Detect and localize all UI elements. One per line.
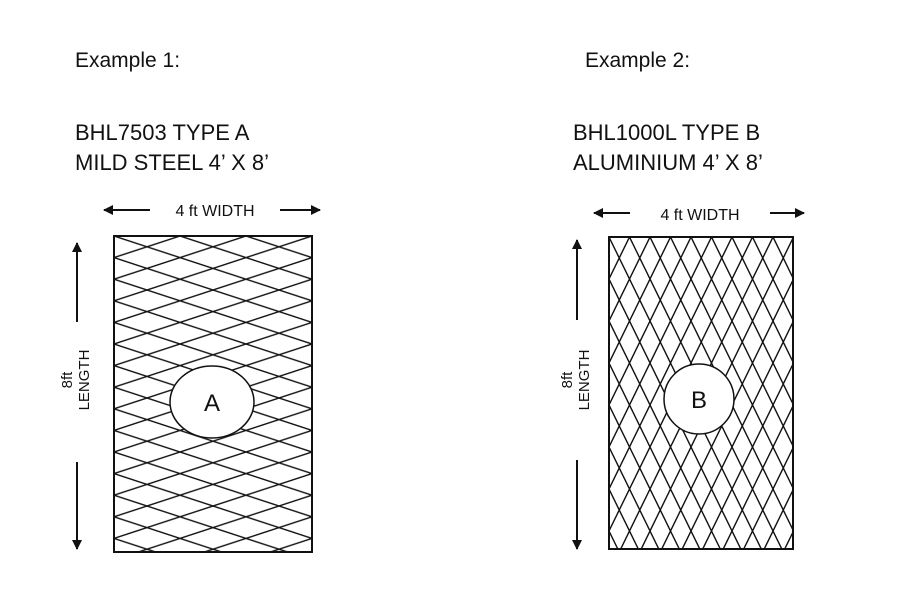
length-label: LENGTH: [76, 350, 93, 411]
example-1: Example 1: BHL7503 TYPE A MILD STEEL 4’ …: [59, 49, 321, 553]
product-material-size: ALUMINIUM 4’ X 8’: [573, 150, 763, 175]
type-badge-label: B: [691, 387, 707, 414]
length-label: LENGTH: [576, 350, 593, 411]
example-heading: Example 1:: [75, 49, 180, 72]
length-value: 8ft: [59, 371, 76, 389]
type-badge-circle: [169, 365, 255, 439]
length-value: 8ft: [559, 371, 576, 389]
type-badge-circle: [663, 363, 735, 435]
product-code: BHL7503 TYPE A: [75, 120, 250, 145]
product-code: BHL1000L TYPE B: [573, 120, 760, 145]
example-2: Example 2: BHL1000L TYPE B ALUMINIUM 4’ …: [559, 49, 805, 550]
type-badge-label: A: [204, 390, 220, 417]
width-label: 4 ft WIDTH: [660, 207, 739, 224]
product-material-size: MILD STEEL 4’ X 8’: [75, 150, 269, 175]
example-heading: Example 2:: [585, 49, 690, 72]
width-label: 4 ft WIDTH: [175, 203, 254, 220]
